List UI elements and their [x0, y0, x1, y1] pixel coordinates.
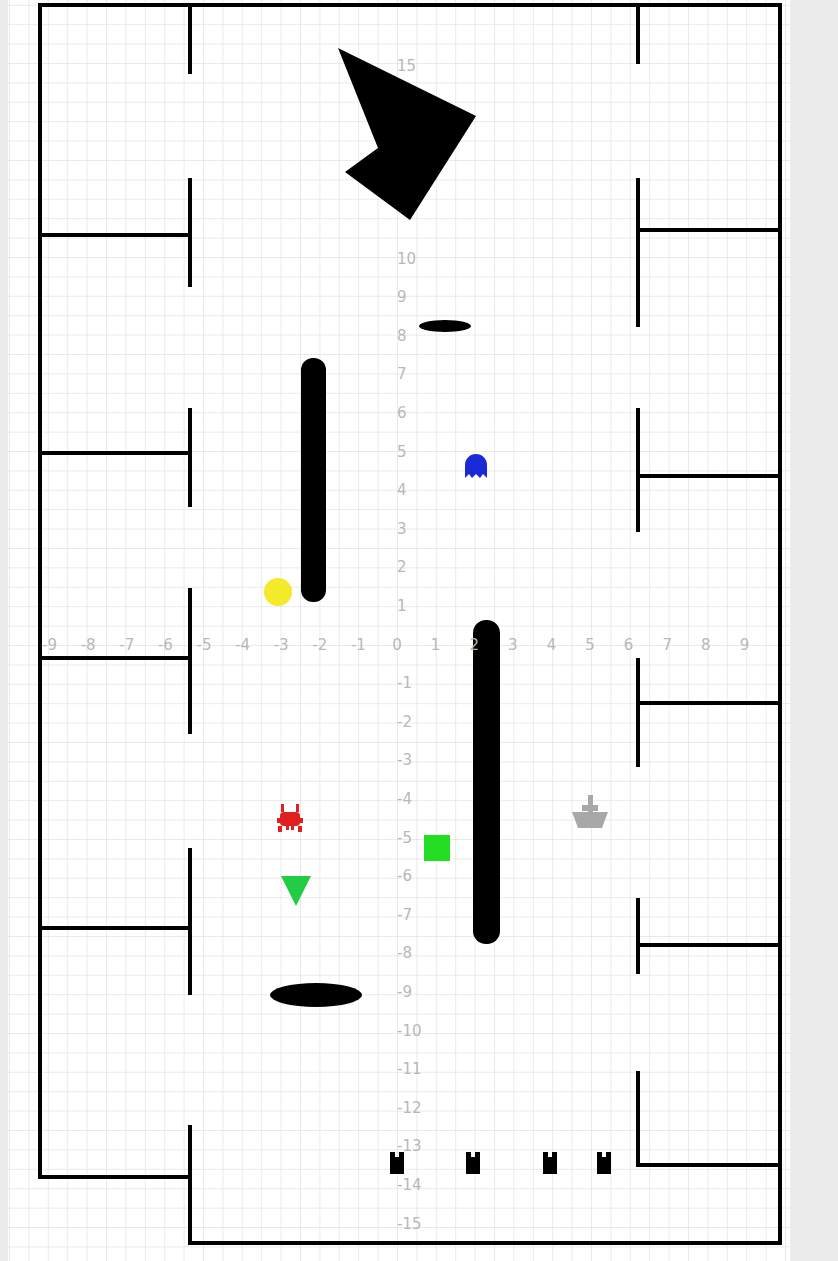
- axis-label: 8: [397, 329, 407, 344]
- axis-label: -6: [158, 638, 173, 653]
- axis-label: -15: [397, 1217, 422, 1232]
- axis-label: -1: [397, 676, 412, 691]
- obstacle-bar: [301, 358, 326, 602]
- walls: [40, 5, 780, 1243]
- axis-label: 5: [397, 445, 407, 460]
- axis-label: 1: [431, 638, 441, 653]
- axis-label: -8: [81, 638, 96, 653]
- axis-label: 2: [397, 560, 407, 575]
- axis-label: 7: [397, 367, 407, 382]
- axis-label: -3: [397, 753, 412, 768]
- obstacle-polygon: [338, 48, 476, 220]
- axis-label: 15: [397, 59, 416, 74]
- green-triangle: [281, 876, 311, 906]
- axis-label: 3: [508, 638, 518, 653]
- axis-label: -10: [397, 1024, 422, 1039]
- axis-label: 9: [397, 290, 407, 305]
- axis-label: 10: [397, 252, 416, 267]
- axis-label: -2: [312, 638, 327, 653]
- axis-label: 4: [397, 483, 407, 498]
- side-margin: [0, 0, 8, 1261]
- axis-label: -9: [42, 638, 57, 653]
- axis-label: 4: [547, 638, 557, 653]
- axis-label: -5: [397, 831, 412, 846]
- axis-label: 7: [662, 638, 672, 653]
- axis-label: 0: [392, 638, 402, 653]
- axis-label: 1: [397, 599, 407, 614]
- axis-label: -5: [197, 638, 212, 653]
- axis-label: -8: [397, 946, 412, 961]
- axis-label: -4: [397, 792, 412, 807]
- axis-label: -4: [235, 638, 250, 653]
- axis-label: -7: [397, 908, 412, 923]
- axis-label: -6: [397, 869, 412, 884]
- robot-sprites: [390, 1152, 611, 1174]
- axis-label: -9: [397, 985, 412, 1000]
- axis-label: -13: [397, 1139, 422, 1154]
- axis-label: -14: [397, 1178, 422, 1193]
- axis-label: -1: [351, 638, 366, 653]
- axis-label: 6: [397, 406, 407, 421]
- axis-label: 8: [701, 638, 711, 653]
- axis-label: 5: [585, 638, 595, 653]
- axis-label: -11: [397, 1062, 422, 1077]
- green-square: [424, 835, 450, 861]
- axis-label: -2: [397, 715, 412, 730]
- ghost-sprite: [465, 454, 487, 478]
- ship-sprite: [572, 795, 608, 828]
- axis-label: 2: [469, 638, 479, 653]
- side-margin: [790, 0, 838, 1261]
- axis-label: -3: [274, 638, 289, 653]
- axis-label: -7: [119, 638, 134, 653]
- axis-label: -12: [397, 1101, 422, 1116]
- obstacle-ellipse: [419, 320, 471, 332]
- axis-label: 3: [397, 522, 407, 537]
- invader-sprite: [277, 804, 303, 832]
- obstacle-bar: [473, 620, 500, 944]
- axis-label: 9: [740, 638, 750, 653]
- axis-label: 6: [624, 638, 634, 653]
- yellow-ball: [264, 578, 292, 606]
- obstacle-ellipse: [270, 983, 362, 1007]
